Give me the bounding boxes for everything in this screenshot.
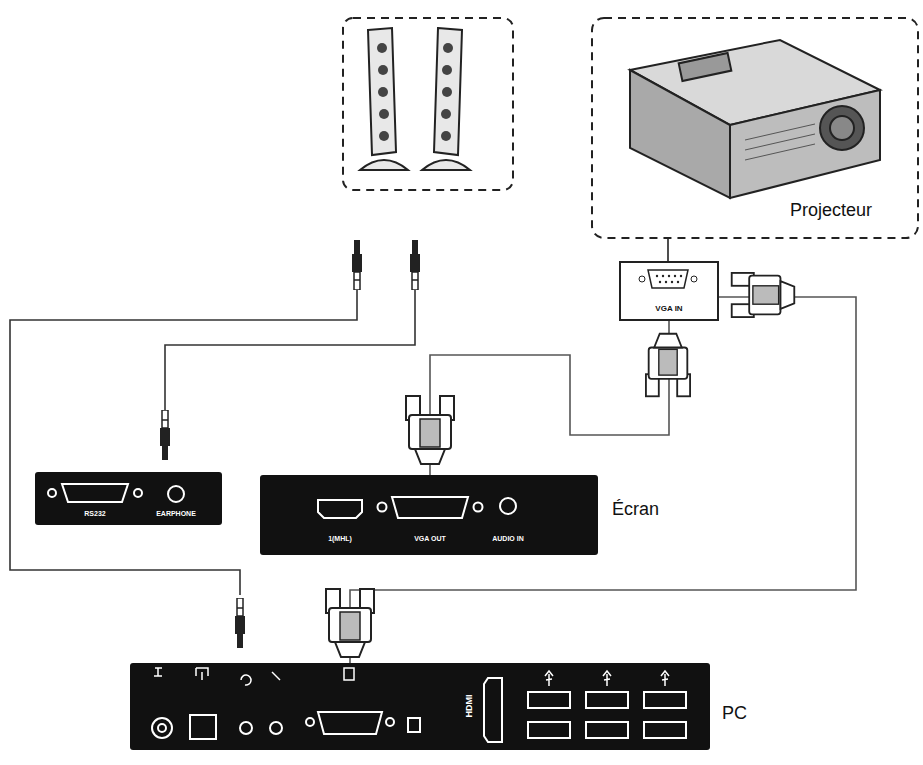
- device-frame: Projecteur: [592, 18, 918, 238]
- port-label: AUDIO IN: [492, 535, 524, 543]
- device-label: PC: [722, 704, 747, 724]
- port-label: EARPHONE: [156, 510, 196, 518]
- port-label: HDMI: [465, 695, 475, 718]
- connector-panel: HDMIPC: [130, 663, 710, 750]
- port-label: 1(MHL): [328, 535, 352, 543]
- connector-panel: VGA IN: [620, 262, 718, 320]
- device-label: Écran: [612, 500, 659, 520]
- port-label: RS232: [84, 510, 105, 518]
- connector-panel: RS232 EARPHONE: [35, 472, 222, 525]
- connector-panel: 1(MHL)VGA OUTAUDIO INÉcran: [260, 475, 598, 555]
- device-label: Projecteur: [790, 201, 872, 221]
- port-label: VGA IN: [655, 305, 682, 314]
- port-label: VGA OUT: [414, 535, 446, 543]
- vga-cable: [430, 320, 669, 475]
